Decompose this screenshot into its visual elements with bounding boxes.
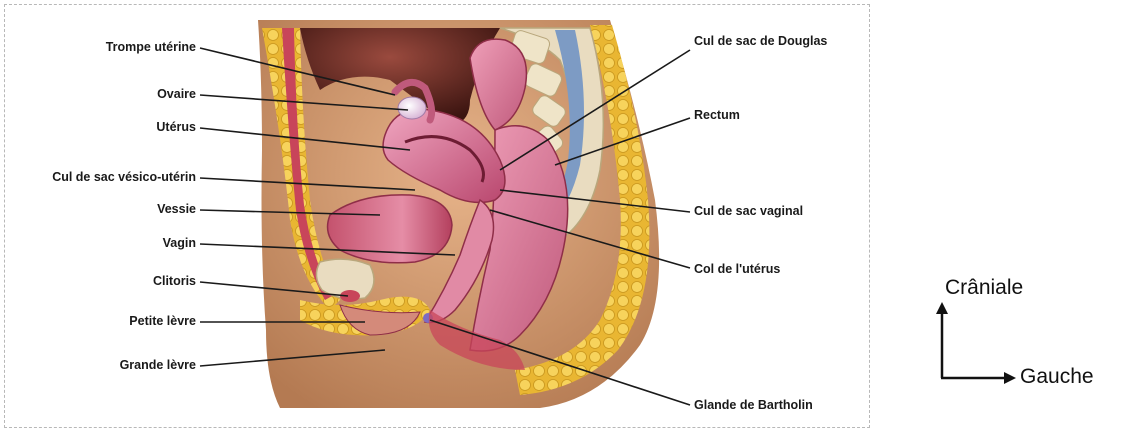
label-petite-levre: Petite lèvre (60, 314, 196, 328)
label-cul-de-sac-vesico-uterin: Cul de sac vésico-utérin (6, 170, 196, 184)
orientation-left-label: Gauche (1020, 365, 1094, 389)
orientation-arrows (936, 302, 1016, 384)
left-arrow-head (1004, 372, 1016, 384)
label-col-uterus: Col de l'utérus (694, 262, 780, 276)
label-vagin: Vagin (60, 236, 196, 250)
cranial-arrow-head (936, 302, 948, 314)
label-rectum: Rectum (694, 108, 740, 122)
label-cul-de-sac-douglas: Cul de sac de Douglas (694, 34, 827, 48)
label-glande-bartholin: Glande de Bartholin (694, 398, 813, 412)
label-clitoris: Clitoris (60, 274, 196, 288)
label-vessie: Vessie (60, 202, 196, 216)
label-uterus: Utérus (60, 120, 196, 134)
label-cul-de-sac-vaginal: Cul de sac vaginal (694, 204, 803, 218)
label-grande-levre: Grande lèvre (60, 358, 196, 372)
ovary (398, 97, 426, 119)
orientation-cranial-label: Crâniale (945, 276, 1023, 300)
label-trompe: Trompe utérine (60, 40, 196, 54)
label-ovaire: Ovaire (60, 87, 196, 101)
